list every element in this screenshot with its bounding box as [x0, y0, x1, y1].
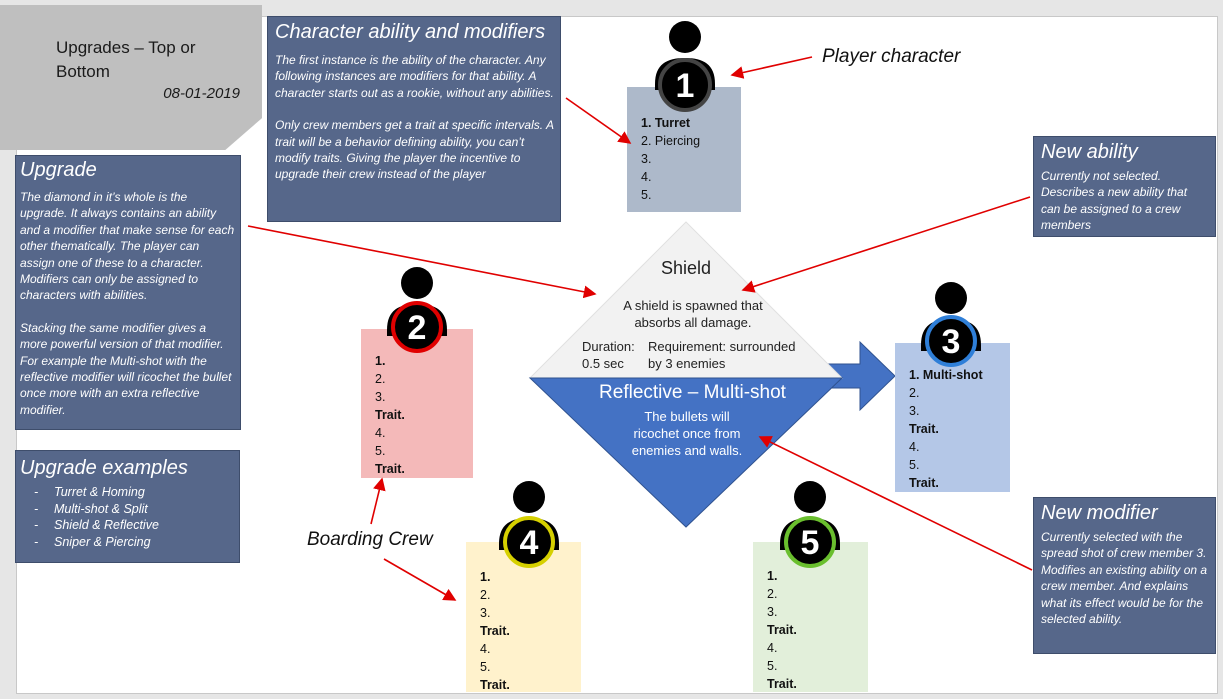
card-line: 1. Turret [641, 116, 691, 130]
note-upgrade: Upgrade The diamond in it’s whole is the… [15, 155, 241, 430]
ability-requirement-label: Requirement: surrounded [648, 339, 796, 354]
ability-duration-label: Duration: [582, 339, 635, 354]
note-character-ability: Character ability and modifiers The firs… [267, 16, 561, 222]
list-item: Sniper & Piercing [34, 534, 235, 551]
person-icon: 2 [387, 267, 447, 353]
note-title: Character ability and modifiers [275, 21, 546, 43]
ability-description: A shield is spawned that absorbs all dam… [623, 298, 763, 330]
card-line: 1. [480, 570, 491, 584]
ring-1 [658, 58, 712, 112]
card-line: 2. [767, 587, 778, 601]
card-line: 3. [480, 606, 491, 620]
card-line: 1. Multi-shot [909, 368, 983, 382]
card-line: 5. [909, 458, 920, 472]
number-badge-1: 1 [676, 67, 695, 105]
card-line: 1. [375, 354, 386, 368]
ring-4 [503, 516, 555, 568]
note-new-ability: New ability Currently not selected. Desc… [1033, 136, 1216, 237]
note-title: New ability [1041, 141, 1138, 163]
note-paragraph: Currently not selected. Describes a new … [1041, 169, 1188, 233]
number-badge-5: 5 [801, 524, 820, 562]
card-line: 4. [480, 642, 491, 656]
person-icon: 1 [655, 21, 715, 112]
header-shape [0, 5, 262, 150]
card-line: 5. [480, 660, 491, 674]
card-line: Trait. [480, 678, 510, 692]
note-title: Upgrade examples [20, 457, 188, 479]
card-line: 2. Piercing [641, 134, 701, 148]
card-line: Trait. [767, 677, 797, 691]
list-item: Multi-shot & Split [34, 501, 235, 518]
ability-duration-value: 0.5 sec [582, 356, 624, 371]
card-line: Trait. [480, 624, 510, 638]
list-item: Turret & Homing [34, 484, 235, 501]
note-new-modifier: New modifier Currently selected with the… [1033, 497, 1216, 654]
card-line: 2. [909, 386, 920, 400]
modifier-title: Reflective – Multi-shot [599, 382, 786, 403]
note-paragraph: Stacking the same modifier gives a more … [20, 320, 232, 417]
card-line: Trait. [375, 462, 405, 476]
card-line: 3. [375, 390, 386, 404]
label-boarding-crew: Boarding Crew [307, 529, 433, 550]
card-line: 4. [375, 426, 386, 440]
number-badge-4: 4 [520, 524, 539, 562]
card-line: 5. [375, 444, 386, 458]
card-line: 4. [641, 170, 652, 184]
list-item: Shield & Reflective [34, 517, 235, 534]
card-line: 3. [909, 404, 920, 418]
card-line: 2. [375, 372, 386, 386]
card-line: 4. [909, 440, 920, 454]
card-line: Trait. [909, 476, 939, 490]
card-line: 1. [767, 569, 778, 583]
card-line: 3. [641, 152, 652, 166]
number-badge-3: 3 [942, 323, 961, 361]
person-icon: 5 [780, 481, 840, 568]
person-icon: 4 [499, 481, 559, 568]
page-title: Upgrades – Top or Bottom [56, 38, 196, 81]
card-line: 3. [767, 605, 778, 619]
note-paragraph: The first instance is the ability of the… [275, 53, 554, 100]
note-paragraph: Currently selected with the spread shot … [1041, 530, 1208, 627]
note-paragraph: The diamond in it’s whole is the upgrade… [20, 190, 235, 303]
note-title: Upgrade [20, 159, 97, 181]
ability-requirement-value: by 3 enemies [648, 356, 726, 371]
modifier-description: The bullets will ricochet once from enem… [631, 409, 743, 458]
ability-title: Shield [660, 258, 712, 278]
character-card-2: 1. 2. 3. Trait. 4. 5. Trait. [361, 329, 473, 478]
note-paragraph: Only crew members get a trait at specifi… [275, 118, 554, 182]
number-badge-2: 2 [408, 309, 427, 347]
card-line: Trait. [767, 623, 797, 637]
ring-3 [925, 315, 977, 367]
card-line: 2. [480, 588, 491, 602]
card-line: 5. [641, 188, 652, 202]
ring-2 [391, 301, 443, 353]
person-icon: 3 [921, 282, 981, 367]
card-line: 5. [767, 659, 778, 673]
card-line: Trait. [909, 422, 939, 436]
label-player-character: Player character [822, 46, 961, 67]
note-upgrade-examples: Upgrade examples Turret & Homing Multi-s… [15, 450, 240, 563]
card-line: 4. [767, 641, 778, 655]
card-line: Trait. [375, 408, 405, 422]
note-title: New modifier [1041, 502, 1158, 524]
page-date: 08-01-2019 [163, 85, 240, 102]
